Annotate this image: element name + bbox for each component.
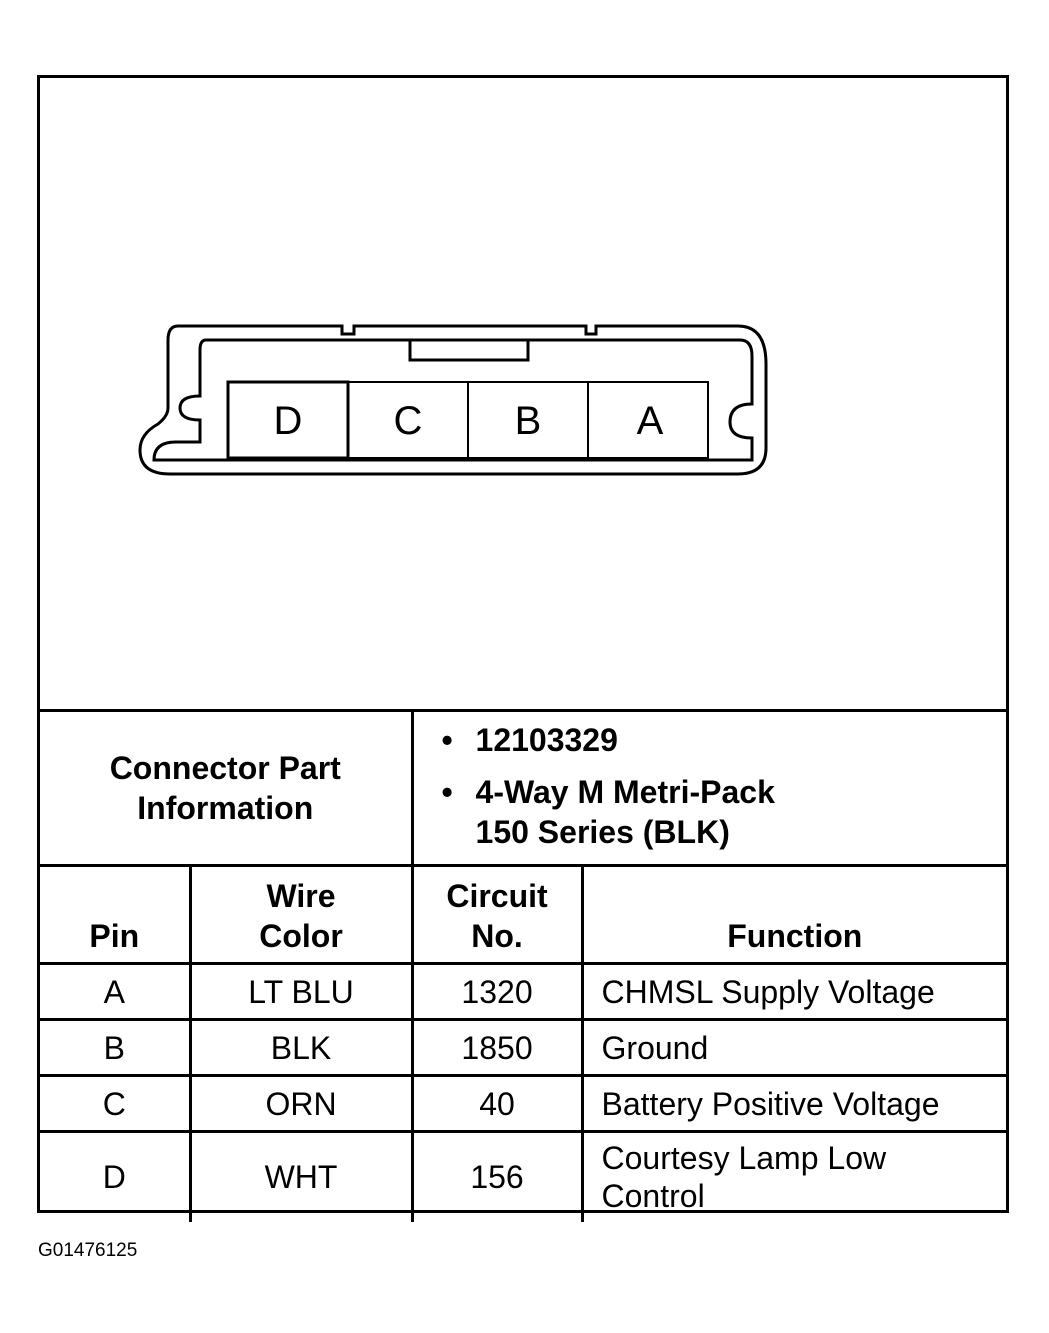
part-info-list: 12103329 4-Way M Metri-Pack 150 Series (… [442,720,1007,852]
connector-housing-outer [138,324,768,476]
function-cell: CHMSL Supply Voltage [580,962,1007,1021]
pin-label-d: D [274,399,303,443]
connector-diagram: D C B A [40,78,1006,709]
function-cell: Ground [580,1018,1007,1077]
pin-cell: D [40,1130,192,1222]
table-row: D WHT 156 Courtesy Lamp Low Control [40,1130,1007,1222]
header-wire-color: Wire Color [188,864,414,965]
connector-housing-inner [152,338,754,462]
header-circuit-no: Circuit No. [410,864,584,965]
circuit-cell: 1850 [410,1018,584,1077]
part-info-row: Connector Part Information 12103329 4-Wa… [40,709,1007,867]
connector-pin-cells [226,380,709,460]
wire-color-cell: BLK [188,1018,414,1077]
part-info-label-line1: Connector Part [109,750,341,786]
connector-latch [408,340,530,362]
pin-cell: A [40,962,192,1021]
part-info-label-line2: Information [137,790,314,826]
diagram-frame: D C B A Connector Part Information 12103… [37,75,1009,1222]
table-row: C ORN 40 Battery Positive Voltage [40,1074,1007,1133]
table-row: B BLK 1850 Ground [40,1018,1007,1077]
pin-label-a: A [637,399,664,443]
pin-cell: C [40,1074,192,1133]
circuit-cell: 1320 [410,962,584,1021]
connector-type: 4-Way M Metri-Pack 150 Series (BLK) [442,772,1007,852]
pin-label-c: C [394,399,423,443]
pin-cell-a [587,381,709,459]
part-info-label: Connector Part Information [40,709,414,867]
header-function: Function [580,864,1007,965]
table-row: A LT BLU 1320 CHMSL Supply Voltage [40,962,1007,1021]
wire-color-cell: WHT [188,1130,414,1222]
connector-face-drawing: D C B A [138,324,768,476]
circuit-cell: 156 [410,1130,584,1222]
header-pin: Pin [40,864,192,965]
part-info-values: 12103329 4-Way M Metri-Pack 150 Series (… [410,709,1007,867]
header-row: Pin Wire Color Circuit No. Function [40,864,1007,965]
connector-info-table: Connector Part Information 12103329 4-Wa… [40,709,1007,1222]
function-cell: Courtesy Lamp Low Control [580,1130,1007,1222]
circuit-cell: 40 [410,1074,584,1133]
pin-cell: B [40,1018,192,1077]
part-number: 12103329 [442,720,1007,760]
figure-id: G01476125 [38,1240,138,1261]
wire-color-cell: ORN [188,1074,414,1133]
pin-label-b: B [515,399,542,443]
wire-color-cell: LT BLU [188,962,414,1021]
function-cell: Battery Positive Voltage [580,1074,1007,1133]
